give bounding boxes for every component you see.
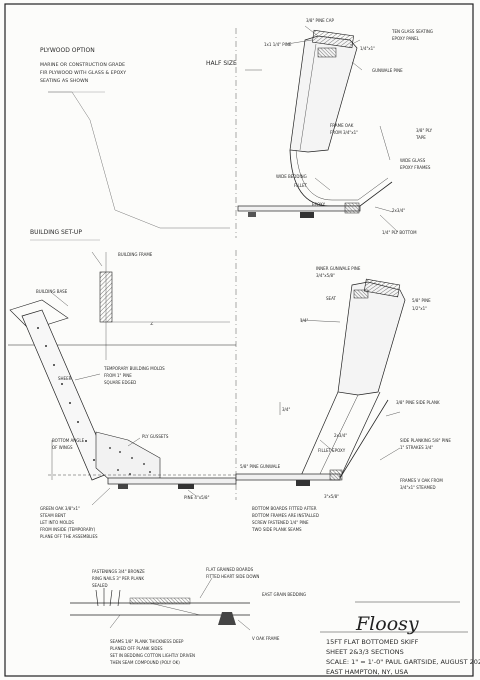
callout-bottom-boards-4: TWO SIDE PLANK SEAMS bbox=[251, 527, 302, 532]
callout-green-oak-2: STEAM BENT bbox=[40, 513, 66, 518]
callout-frames-oak-2: 3/4"x1" STEAMED bbox=[400, 485, 436, 490]
half-size-label: HALF SIZE bbox=[206, 60, 237, 67]
callout-right-size: 2x3/4" bbox=[334, 433, 347, 438]
callout-pine-gunwale: 5/8" PINE GUNWALE bbox=[240, 464, 281, 469]
callout-gunwale: GUNWALE PINE bbox=[372, 68, 403, 73]
callout-epoxy: FILLET bbox=[294, 183, 307, 188]
callout-pine-left: 1x1 1/4" PINE bbox=[264, 42, 292, 47]
callout-right-rail-2: 1" STRAKES 3/4" bbox=[400, 445, 433, 450]
callout-right-ply-2: 1/2"x1" bbox=[412, 306, 427, 311]
callout-epoxy-2: EPOXY bbox=[312, 202, 326, 207]
callout-seams-3: SET IN BEDDING COTTON LIGHTLY DRIVEN bbox=[110, 653, 195, 658]
callout-ply-tape: 3/8" PLY bbox=[416, 128, 433, 133]
callout-flat-grained-2: FITTED HEART SIDE DOWN bbox=[206, 574, 259, 579]
callout-temporary-molds-2: FROM 1" PINE bbox=[104, 373, 132, 378]
callout-green-oak-3: LET INTO MOLDS bbox=[40, 520, 74, 525]
plywood-option-heading: PLYWOOD OPTION bbox=[40, 47, 95, 54]
callout-seat: SEAT bbox=[326, 296, 336, 301]
callout-right-plank: 3/8" PINE SIDE PLANK bbox=[396, 400, 440, 405]
callout-right-rail: SIDE PLANKING 5/8" PINE bbox=[400, 438, 451, 443]
sheet-border bbox=[4, 3, 474, 677]
callout-east-grain: EAST GRAIN BEDDING bbox=[262, 592, 306, 597]
callout-bottom-boards-1: BOTTOM BOARDS FITTED AFTER bbox=[252, 506, 317, 511]
callout-chine-dim: 3"x5/8" bbox=[324, 494, 339, 499]
title-line-2: SHEET 2&3/3 SECTIONS bbox=[326, 648, 404, 656]
callout-right-ply: 5/8" PINE bbox=[412, 298, 431, 303]
callout-wide-glass: WIDE GLASS bbox=[400, 158, 426, 163]
title-line-4: EAST HAMPTON, NY, USA bbox=[326, 668, 409, 676]
callout-pine-bottom: PINE 4"x5/8" bbox=[184, 495, 210, 500]
callout-screws: PLY GUSSETS bbox=[142, 434, 169, 439]
title-line-3: SCALE: 1" = 1'-0" PAUL GARTSIDE, AUGUST … bbox=[326, 658, 480, 666]
title-line-1: 15FT FLAT BOTTOMED SKIFF bbox=[326, 638, 419, 646]
callout-bottom-setup-1: BOTTOM ANGLE bbox=[52, 438, 85, 443]
callout-inner-pine-2: 3/4"x5/8" bbox=[316, 273, 335, 278]
callout-temporary-molds-3: SQUARE EDGED bbox=[104, 380, 136, 385]
callout-bottom-setup-2: OF WINGS bbox=[52, 445, 73, 450]
callout-mold-fit: SHEER bbox=[58, 376, 72, 381]
building-setup-heading: BUILDING SET-UP bbox=[30, 229, 82, 236]
callout-flat-grained: FLAT GRAINED BOARDS bbox=[206, 567, 254, 572]
callout-right-dim: 3/4" bbox=[282, 407, 290, 412]
plywood-note-line-2: FIR PLYWOOD WITH GLASS & EPOXY bbox=[40, 70, 126, 76]
callout-bottom-boards-3: SCREW FASTENED 1/4" PINE bbox=[252, 520, 309, 525]
callout-fastenings-2: RING NAILS 3" PER PLANK bbox=[92, 576, 144, 581]
scarf-detail bbox=[70, 577, 251, 631]
boat-name-title: Floosy bbox=[355, 613, 419, 635]
callout-ten-glass: TEN GLASS SEATING bbox=[391, 29, 433, 34]
callout-bottom-boards-2: BOTTOM FRAMES ARE INSTALLED bbox=[252, 513, 319, 518]
keel-skid bbox=[300, 212, 314, 218]
building-setup-section bbox=[8, 239, 406, 506]
callout-frame-oak-2: FROM 3/4"x1" bbox=[330, 130, 358, 135]
callout-wide-glass-2: EPOXY FRAMES bbox=[400, 165, 431, 170]
callout-pine-cap: 3/8" PINE CAP bbox=[306, 18, 334, 23]
callout-fastenings-1: FASTENINGS 3/4" BRONZE bbox=[92, 569, 145, 574]
callout-building-base-x: ∠ bbox=[150, 321, 154, 326]
callout-vee-oak: V OAK FRAME bbox=[252, 636, 280, 641]
callout-frame-oak: FRAME OAK bbox=[330, 123, 354, 128]
plywood-option-section bbox=[48, 25, 399, 233]
callout-right-4: 1/4" bbox=[300, 318, 308, 323]
plywood-note-line-1: MARINE OR CONSTRUCTION GRADE bbox=[40, 62, 125, 68]
callout-ply-bottom: 1/4" PLY BOTTOM bbox=[382, 230, 417, 235]
callout-ply-quarter: 1/4"x1" bbox=[360, 46, 375, 51]
callout-seams-1: SEAMS 1/8" PLANK THICKNESS DEEP bbox=[110, 639, 184, 644]
callout-fastenings-3: SEALED bbox=[92, 583, 108, 588]
callout-inner-pine: INNER GUNWALE PINE bbox=[316, 266, 361, 271]
callout-wide-bedding: WIDE BEDDING bbox=[276, 174, 307, 179]
callout-building-frame: BUILDING FRAME bbox=[118, 252, 153, 257]
callout-right-glue: FILLET EPOXY bbox=[318, 448, 346, 453]
callout-size-left: 2x3/4" bbox=[392, 208, 405, 213]
callout-building-base: BUILDING BASE bbox=[36, 289, 68, 294]
callout-seams-2: PLANED OFF PLANK SIDES bbox=[110, 646, 163, 651]
callout-ten-glass-2: EPOXY PANEL bbox=[392, 36, 420, 41]
callout-green-oak-5: PLANE OFF THE ASSEMBLIES bbox=[40, 534, 98, 539]
callout-seams-4: THEN SEAM COMPOUND (POLY OK) bbox=[109, 660, 180, 665]
callout-temporary-molds: TEMPORARY BUILDING MOLDS bbox=[103, 366, 165, 371]
callout-frames-oak: FRAMES V OAK FROM bbox=[400, 478, 443, 483]
callout-green-oak-1: GREEN OAK 3/8"x1" bbox=[40, 506, 80, 511]
callout-green-oak-4: FROM INSIDE (TEMPORARY) bbox=[40, 527, 96, 532]
callout-ply-tape-2: TAPE bbox=[415, 135, 426, 140]
plywood-note-line-3: SEATING AS SHOWN bbox=[40, 78, 88, 84]
